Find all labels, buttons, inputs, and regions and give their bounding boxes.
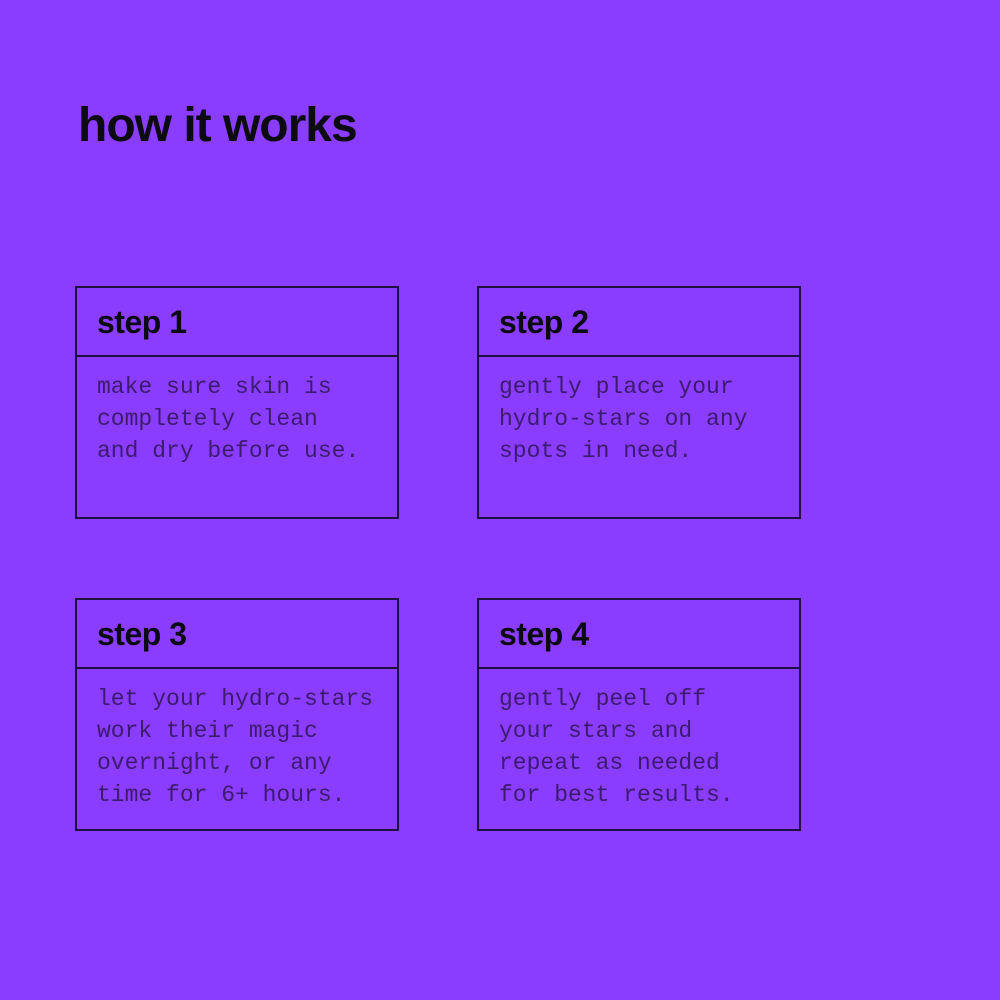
page-title: how it works xyxy=(78,99,358,152)
step-card-2-header: step 2 xyxy=(479,288,799,357)
step-1-label: step 1 xyxy=(97,304,187,340)
step-card-1-header: step 1 xyxy=(77,288,397,357)
step-2-description: gently place your hydro-stars on any spo… xyxy=(499,374,748,464)
step-card-3: step 3 let your hydro-stars work their m… xyxy=(75,598,399,831)
step-card-2: step 2 gently place your hydro-stars on … xyxy=(477,286,801,519)
step-3-label: step 3 xyxy=(97,616,187,652)
step-4-description: gently peel off your stars and repeat as… xyxy=(499,686,734,808)
steps-grid: step 1 make sure skin is completely clea… xyxy=(75,286,801,831)
step-2-label: step 2 xyxy=(499,304,589,340)
step-card-3-header: step 3 xyxy=(77,600,397,669)
step-card-1: step 1 make sure skin is completely clea… xyxy=(75,286,399,519)
step-card-4-header: step 4 xyxy=(479,600,799,669)
step-card-4: step 4 gently peel off your stars and re… xyxy=(477,598,801,831)
step-1-description: make sure skin is completely clean and d… xyxy=(97,374,360,464)
step-3-description: let your hydro-stars work their magic ov… xyxy=(97,686,374,808)
step-4-label: step 4 xyxy=(499,616,589,652)
